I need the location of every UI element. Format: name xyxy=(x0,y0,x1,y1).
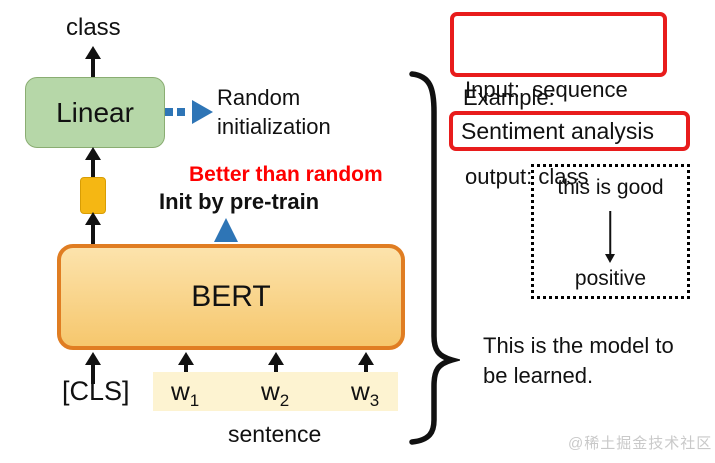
token-w3: w3 xyxy=(351,376,379,411)
arrow-stem xyxy=(91,56,95,77)
input-output-spec-box: Input: sequence output: class xyxy=(450,12,667,189)
arrow-stem xyxy=(91,157,95,177)
curly-brace-icon xyxy=(409,71,460,445)
down-arrow-input-to-output-icon xyxy=(605,211,615,263)
arrowhead-icon xyxy=(85,352,101,365)
up-arrow-cls-input-icon xyxy=(85,352,101,384)
better-than-random-note: Better than random xyxy=(189,163,383,186)
sentence-highlight-strip xyxy=(153,372,398,411)
random-initialization-note: Random initialization xyxy=(217,85,331,139)
token-base: w xyxy=(261,376,280,406)
demo-output-text: positive xyxy=(574,267,647,290)
arrow-stem xyxy=(91,222,95,245)
arrowhead-icon xyxy=(85,147,101,160)
blue-up-arrowhead-icon xyxy=(214,218,238,242)
cls-embedding-rect xyxy=(80,177,106,214)
arrow-stem xyxy=(609,211,611,255)
class-output-label: class xyxy=(66,14,121,41)
up-arrow-linear-to-class-icon xyxy=(85,46,101,77)
cls-token-label: [CLS] xyxy=(62,376,130,406)
up-arrow-embedding-to-linear-icon xyxy=(85,147,101,177)
blue-right-arrowhead-icon xyxy=(192,100,213,124)
io-input-line: Input: sequence xyxy=(465,77,628,102)
token-base: w xyxy=(351,376,370,406)
arrowhead-icon xyxy=(268,352,284,365)
example-heading: Example: xyxy=(463,85,555,110)
blue-dot-icon xyxy=(165,108,173,116)
bert-model-box: BERT xyxy=(57,244,405,350)
token-w2: w2 xyxy=(261,376,289,411)
token-subscript: 2 xyxy=(279,391,290,411)
arrowhead-icon xyxy=(178,352,194,365)
demo-input-text: this is good xyxy=(557,176,664,199)
token-subscript: 3 xyxy=(369,391,380,411)
token-w1: w1 xyxy=(171,376,199,411)
arrowhead-icon xyxy=(85,212,101,225)
watermark-text: @稀土掘金技术社区 xyxy=(568,435,713,452)
sentiment-demo-box: this is good positive xyxy=(531,164,690,299)
sentence-label: sentence xyxy=(228,421,322,447)
up-arrow-bert-to-embedding-icon xyxy=(85,212,101,245)
arrow-stem xyxy=(91,362,95,384)
arrowhead-icon xyxy=(605,254,615,263)
blue-dot-icon xyxy=(177,108,185,116)
linear-layer-label: Linear xyxy=(56,96,134,128)
init-by-pretrain-note: Init by pre-train xyxy=(159,189,320,214)
linear-layer-box: Linear xyxy=(25,77,165,148)
model-to-be-learned-note: This is the model to be learned. xyxy=(483,333,674,388)
example-task-label: Sentiment analysis xyxy=(461,117,655,144)
arrowhead-icon xyxy=(85,46,101,59)
io-output-line: output: class xyxy=(465,164,589,189)
token-subscript: 1 xyxy=(189,391,200,411)
bert-model-label: BERT xyxy=(191,280,271,313)
example-task-box: Sentiment analysis xyxy=(449,111,690,151)
arrowhead-icon xyxy=(358,352,374,365)
token-base: w xyxy=(171,376,190,406)
